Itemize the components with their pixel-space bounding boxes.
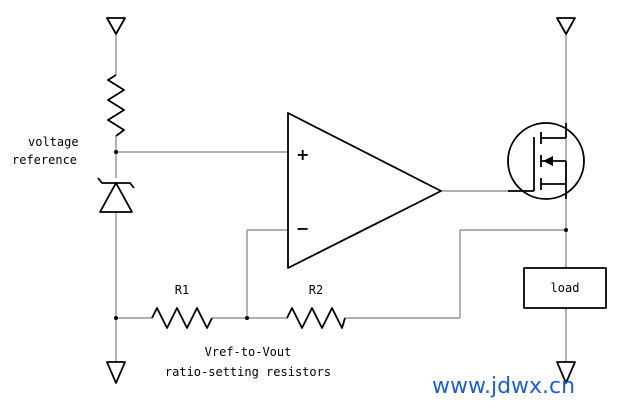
- zener-diode: [97, 177, 135, 213]
- r1-label: R1: [175, 283, 189, 297]
- resistors-caption-line1: Vref-to-Vout: [205, 345, 292, 359]
- voltage-reference-label-line2: reference: [12, 153, 77, 167]
- pullup-resistor: [107, 74, 125, 137]
- supply-triangle-left: [106, 17, 126, 35]
- supply-triangle-right: [556, 17, 576, 35]
- junction-sense: [564, 228, 568, 232]
- junction-dots: [114, 150, 568, 320]
- junction-reference: [114, 150, 118, 154]
- mosfet-symbol: [507, 122, 585, 200]
- watermark: www.jdwx.cn: [432, 374, 575, 399]
- r2-label: R2: [309, 283, 323, 297]
- op-amp-minus-sign: −: [296, 219, 309, 238]
- load-label: load: [551, 281, 580, 295]
- resistors-caption-line2: ratio-setting resistors: [165, 365, 331, 379]
- resistor-r1: [151, 307, 213, 329]
- load-box: load: [523, 267, 607, 309]
- ground-triangle-right: [556, 361, 576, 384]
- ground-triangle-left: [106, 361, 126, 384]
- voltage-reference-label-line1: voltage: [28, 135, 79, 149]
- op-amp: + −: [287, 112, 442, 269]
- mosfet-arrow: [543, 156, 553, 166]
- junction-feedback: [245, 316, 249, 320]
- junction-bottom-left: [114, 316, 118, 320]
- wires: [115, 34, 567, 362]
- op-amp-plus-sign: +: [296, 145, 309, 164]
- resistor-r2: [286, 307, 346, 329]
